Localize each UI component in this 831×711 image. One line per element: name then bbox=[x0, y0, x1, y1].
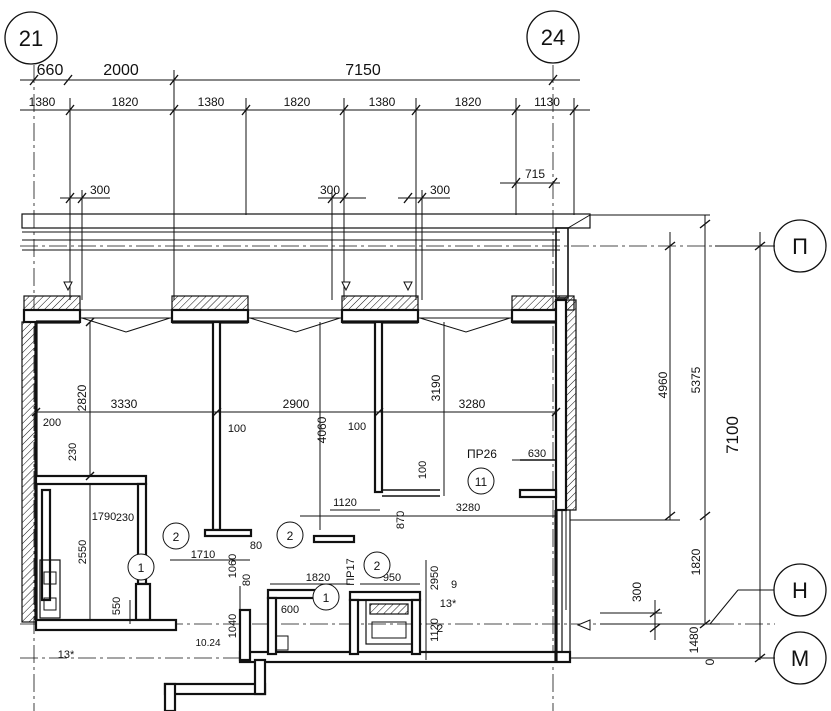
circle-marks: 11 1 2 2 1 2 bbox=[127, 467, 495, 611]
dim-3280-top: 3280 bbox=[459, 397, 486, 411]
svg-text:1: 1 bbox=[323, 591, 330, 605]
dim-1820-inner: 1820 bbox=[306, 572, 330, 584]
tag-pr17: ПР17 bbox=[345, 558, 357, 585]
circle-mark-1-kitchen: 1 bbox=[127, 553, 155, 581]
circle-mark-2-left: 2 bbox=[162, 522, 190, 550]
top-dimensions: 660 2000 7150 1380 1820 1380 1820 1380 1… bbox=[20, 62, 590, 300]
svg-text:2: 2 bbox=[374, 559, 381, 573]
dim-7150: 7150 bbox=[345, 62, 381, 79]
tag-pr26: ПР26 bbox=[467, 447, 497, 461]
dim-100-b: 100 bbox=[348, 421, 366, 433]
axis-label-24: 24 bbox=[541, 25, 565, 50]
axis-label-p: П bbox=[792, 234, 808, 259]
circle-mark-2-mid: 2 bbox=[276, 521, 304, 549]
dim-870: 870 bbox=[395, 511, 407, 529]
axis-bubble-24: 24 bbox=[526, 10, 580, 64]
dim-2550: 2550 bbox=[77, 540, 89, 564]
dim-2820: 2820 bbox=[75, 384, 89, 411]
axis-bubble-p: П bbox=[773, 219, 827, 273]
dim-630: 630 bbox=[528, 448, 546, 460]
mark-2: 2 bbox=[437, 623, 443, 635]
svg-text:1: 1 bbox=[138, 561, 145, 575]
dim-1120-b: 1120 bbox=[429, 618, 441, 642]
right-dimensions: 4960 5375 1820 7100 300 1480 0 bbox=[560, 214, 775, 665]
mark-13-right: 13* bbox=[440, 598, 457, 610]
dim-1120-a: 1120 bbox=[333, 497, 357, 509]
dim-9: 9 bbox=[451, 579, 457, 591]
svg-text:2: 2 bbox=[287, 529, 294, 543]
circle-mark-11: 11 bbox=[467, 467, 495, 495]
dim-715: 715 bbox=[525, 167, 545, 181]
interior-dimension-texts: 2820 3330 2900 4060 3190 3280 200 230 10… bbox=[43, 374, 546, 661]
svg-text:2: 2 bbox=[173, 530, 180, 544]
interior-dimension-lines bbox=[31, 317, 561, 660]
dim-300-right: 300 bbox=[630, 582, 644, 602]
facade bbox=[21, 213, 591, 661]
dim-300-b: 300 bbox=[320, 183, 340, 197]
dim-230-b: 230 bbox=[116, 512, 134, 524]
dim-4060: 4060 bbox=[315, 416, 329, 443]
svg-text:11: 11 bbox=[475, 475, 488, 489]
walls bbox=[21, 320, 572, 711]
dim-5375: 5375 bbox=[689, 366, 703, 393]
dim-950: 950 bbox=[383, 572, 401, 584]
axis-bubble-21: 21 bbox=[4, 11, 58, 65]
dim-7100: 7100 bbox=[723, 416, 742, 454]
dim-100-c: 100 bbox=[417, 461, 429, 479]
dim-2000: 2000 bbox=[103, 62, 139, 79]
dim-1820-b: 1820 bbox=[284, 95, 311, 109]
tags: ПР26 ПР17 bbox=[345, 447, 497, 586]
dim-zero: 0 bbox=[703, 658, 717, 665]
dim-1060: 1060 bbox=[227, 554, 239, 578]
axis-label-21: 21 bbox=[19, 26, 43, 51]
circle-mark-1-bath: 1 bbox=[312, 583, 340, 611]
dim-80-a: 80 bbox=[250, 540, 262, 552]
dim-1380-b: 1380 bbox=[198, 95, 225, 109]
dim-1040: 1040 bbox=[227, 614, 239, 638]
dim-1790: 1790 bbox=[92, 511, 116, 523]
dim-3280-bottom: 3280 bbox=[456, 502, 480, 514]
dim-300-c: 300 bbox=[430, 183, 450, 197]
dim-550: 550 bbox=[111, 597, 123, 615]
dim-3330: 3330 bbox=[111, 397, 138, 411]
fixtures bbox=[39, 559, 413, 651]
dim-1130: 1130 bbox=[534, 95, 560, 109]
dim-1380-a: 1380 bbox=[29, 95, 56, 109]
dim-100-a: 100 bbox=[228, 423, 246, 435]
dim-1710: 1710 bbox=[191, 549, 215, 561]
dim-1820-a: 1820 bbox=[112, 95, 139, 109]
dim-1480: 1480 bbox=[687, 626, 701, 653]
dim-1820-c: 1820 bbox=[455, 95, 482, 109]
mark-13-left: 13* bbox=[58, 649, 75, 661]
dim-600: 600 bbox=[281, 604, 299, 616]
dim-1380-c: 1380 bbox=[369, 95, 396, 109]
dim-2950: 2950 bbox=[429, 566, 441, 590]
dim-4960: 4960 bbox=[656, 371, 670, 398]
dim-80-b: 80 bbox=[241, 574, 253, 586]
axis-label-m: М bbox=[791, 646, 809, 671]
axis-label-n: Н bbox=[792, 578, 808, 603]
dim-230-a: 230 bbox=[67, 443, 79, 461]
dim-1820: 1820 bbox=[689, 548, 703, 575]
mark-10-24: 10.24 bbox=[195, 638, 220, 649]
dim-200: 200 bbox=[43, 417, 61, 429]
dim-2900: 2900 bbox=[283, 397, 310, 411]
axis-bubble-n: Н bbox=[709, 563, 827, 625]
dim-660: 660 bbox=[37, 62, 64, 79]
axis-bubble-m: М bbox=[773, 631, 827, 685]
dim-3190: 3190 bbox=[429, 374, 443, 401]
circle-mark-2-bath: 2 bbox=[363, 551, 391, 579]
dim-300-a: 300 bbox=[90, 183, 110, 197]
